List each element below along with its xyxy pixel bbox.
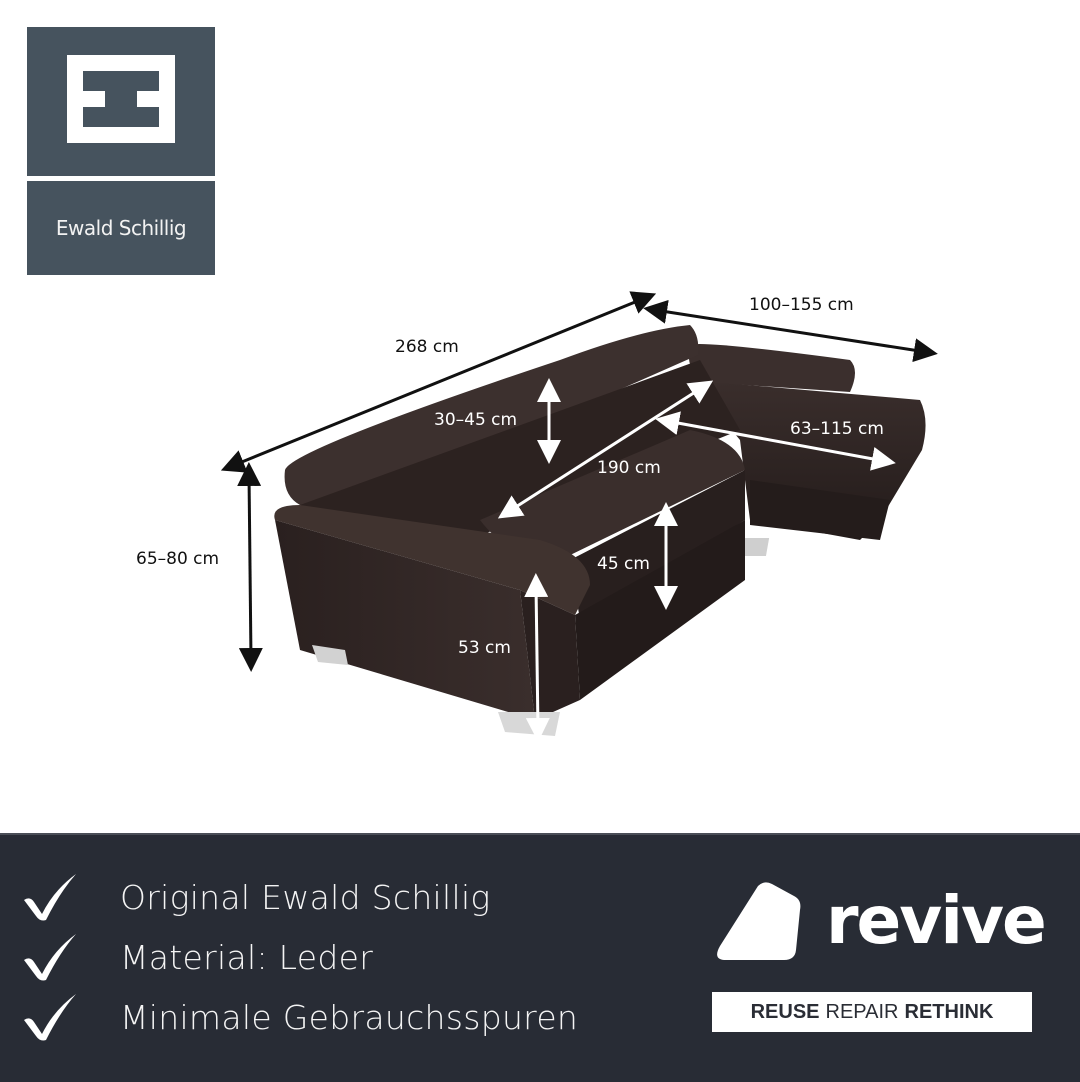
brand-name: Ewald Schillig bbox=[55, 216, 187, 240]
revive-wordmark: revive bbox=[826, 882, 1047, 959]
tagline-rethink: RETHINK bbox=[904, 1000, 994, 1023]
check-icon bbox=[24, 994, 76, 1041]
dim-chaise-extension: 63–115 cm bbox=[790, 419, 884, 439]
dim-total-height: 65–80 cm bbox=[136, 549, 220, 569]
dim-line-chaise-width bbox=[643, 299, 938, 363]
product-photo bbox=[220, 291, 938, 742]
dim-headrest-adjust: 30–45 cm bbox=[434, 410, 518, 430]
revive-blob-icon bbox=[717, 882, 801, 960]
feature-label: Material: Leder bbox=[120, 937, 374, 977]
feature-item-material: Material: Leder bbox=[20, 932, 373, 982]
brand-logo-monogram bbox=[27, 27, 215, 176]
feature-item-original: Original Ewald Schillig bbox=[20, 872, 491, 922]
dim-total-width: 268 cm bbox=[395, 337, 459, 357]
check-icon bbox=[24, 934, 76, 981]
brand-logo-name: Ewald Schillig bbox=[27, 181, 215, 275]
feature-item-condition: Minimale Gebrauchsspuren bbox=[20, 992, 578, 1042]
dim-line-total-height bbox=[237, 462, 263, 672]
dim-line-chaise-ext bbox=[655, 411, 896, 471]
tagline-reuse: REUSE bbox=[750, 1000, 820, 1023]
feature-band bbox=[0, 833, 1080, 1082]
feature-label: Original Ewald Schillig bbox=[120, 877, 491, 917]
tagline-repair: REPAIR bbox=[825, 1000, 899, 1023]
dim-line-arm-height bbox=[524, 573, 550, 742]
ee-monogram-icon bbox=[67, 55, 175, 143]
dim-seat-width: 190 cm bbox=[597, 458, 661, 478]
dim-armrest-height: 53 cm bbox=[458, 638, 511, 658]
revive-tagline: REUSE REPAIR RETHINK bbox=[712, 992, 1032, 1032]
feature-label: Minimale Gebrauchsspuren bbox=[120, 997, 579, 1037]
dim-chaise-width: 100–155 cm bbox=[749, 295, 854, 315]
dim-line-seat-width bbox=[497, 380, 714, 519]
dim-seat-height: 45 cm bbox=[597, 554, 650, 574]
check-icon bbox=[24, 874, 76, 921]
dim-line-total-width bbox=[220, 291, 657, 473]
